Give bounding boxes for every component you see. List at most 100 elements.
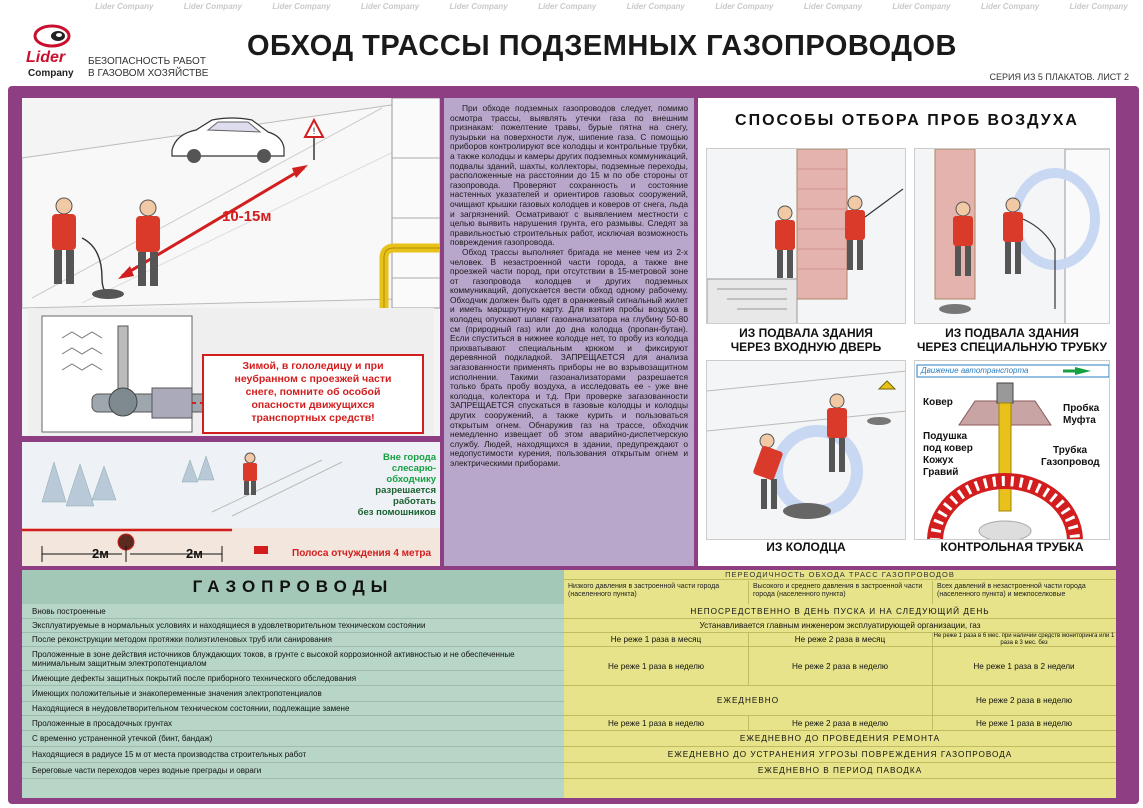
- table-row: После реконструкции методом протяжки пол…: [22, 633, 564, 647]
- watermark: Lider Company: [803, 2, 863, 11]
- cell-value: Не реже 1 раза в 2 недели: [932, 647, 1116, 686]
- column-divider: [748, 633, 749, 686]
- inspection-schedule-table: ГАЗОПРОВОДЫ Вновь построенные Эксплуатир…: [22, 570, 1116, 798]
- warning-line: неубранном с проезжей части: [234, 373, 392, 385]
- rural-scene-illustration: Вне города слесарю- обходчику разрешаетс…: [22, 442, 440, 566]
- watermark: Lider Company: [626, 2, 685, 11]
- note-line: обходчику: [386, 474, 436, 485]
- subtitle-line: В ГАЗОВОМ ХОЗЯЙСТВЕ: [88, 68, 209, 79]
- table-row: Имеющие дефекты защитных покрытий после …: [22, 671, 564, 686]
- cell-value: Не реже 2 раза в неделю: [748, 647, 932, 686]
- table-row: Вновь построенные: [22, 604, 564, 619]
- poster-header: Lider Company Lider Company Lider Compan…: [0, 0, 1143, 86]
- svg-text:!: !: [313, 126, 316, 136]
- table-row: Береговые части переходов через водные п…: [22, 763, 564, 779]
- column-divider: [932, 633, 933, 731]
- watermark: Lider Company: [272, 2, 331, 11]
- rural-scene-drawing: [22, 442, 440, 566]
- label-kover: Ковер: [923, 397, 953, 408]
- logo-swoosh-icon: [33, 24, 71, 48]
- warning-line: снеге, помните об особой: [245, 386, 381, 398]
- subtitle-line: БЕЗОПАСНОСТЬ РАБОТ: [88, 56, 206, 67]
- label-mufta: Муфта: [1063, 415, 1096, 426]
- air-sampling-methods: СПОСОБЫ ОТБОРА ПРОБ ВОЗДУХА ИЗ ПОДВАЛА З…: [698, 98, 1116, 566]
- method-caption-2: ИЗ ПОДВАЛА ЗДАНИЯ ЧЕРЕЗ СПЕЦИАЛЬНУЮ ТРУБ…: [914, 326, 1110, 354]
- page-title: ОБХОД ТРАССЫ ПОДЗЕМНЫХ ГАЗОПРОВОДОВ: [247, 30, 957, 62]
- column-header-low: Низкого давления в застроенной части гор…: [568, 583, 720, 598]
- note-line: слесарю-: [391, 463, 436, 474]
- rural-note: Вне города слесарю- обходчику разрешаетс…: [340, 452, 436, 518]
- column-header-all: Всех давлений в незастроенной части горо…: [932, 581, 1116, 604]
- instructions-text: При обходе подземных газопроводов следуе…: [444, 98, 694, 566]
- table-title: ГАЗОПРОВОДЫ: [192, 577, 394, 596]
- label-line: Подушка: [923, 431, 968, 442]
- watermark-strip: Lider Company Lider Company Lider Compan…: [0, 2, 1143, 28]
- winter-warning-box: Зимой, в гололедицу и при неубранном с п…: [202, 354, 424, 434]
- control-tube-drawing: [916, 364, 1109, 539]
- table-row: Имеющих положительные и знакопеременные …: [22, 686, 564, 702]
- caption-line: ИЗ ПОДВАЛА ЗДАНИЯ: [739, 326, 873, 340]
- watermark: Lider Company: [1069, 2, 1128, 11]
- cell-value: Не реже 1 раза в неделю: [564, 647, 748, 686]
- caption-line: ИЗ ПОДВАЛА ЗДАНИЯ: [945, 326, 1079, 340]
- note-line: разрешается: [375, 485, 436, 496]
- instruction-paragraph: При обходе подземных газопроводов следуе…: [450, 103, 688, 248]
- warning-line: Зимой, в гололедицу и при: [242, 360, 384, 372]
- cell-value: Не реже 1 раза в неделю: [932, 716, 1116, 731]
- traffic-label: Движение автотранспорта: [921, 366, 1029, 375]
- cell-merged-threat: ЕЖЕДНЕВНО ДО УСТРАНЕНИЯ УГРОЗЫ ПОВРЕЖДЕН…: [564, 747, 1116, 763]
- method-well: [706, 360, 906, 540]
- method-caption-4: КОНТРОЛЬНАЯ ТРУБКА: [940, 540, 1084, 554]
- cell-value: Не реже 1 раза в неделю: [564, 716, 748, 731]
- series-label: СЕРИЯ ИЗ 5 ПЛАКАТОВ. ЛИСТ 2: [989, 72, 1129, 82]
- cell-merged-launch: НЕПОСРЕДСТВЕННО В ДЕНЬ ПУСКА И НА СЛЕДУЮ…: [564, 604, 1116, 619]
- poster-subtitle: БЕЗОПАСНОСТЬ РАБОТ В ГАЗОВОМ ХОЗЯЙСТВЕ: [88, 56, 228, 80]
- table-row: Находящиеся в радиусе 15 м от места прои…: [22, 747, 564, 763]
- methods-title: СПОСОБЫ ОТБОРА ПРОБ ВОЗДУХА: [735, 112, 1079, 129]
- instruction-paragraph: Обход трассы выполняет бригада не менее …: [450, 246, 688, 468]
- control-tube-diagram: Движение автотранспорта Ковер Пробка Муф…: [914, 360, 1110, 540]
- cell-merged-chief: Устанавливается главным инженером эксплу…: [564, 619, 1116, 633]
- cell-merged-daily: ЕЖЕДНЕВНО: [564, 686, 932, 716]
- label-probka: Пробка: [1063, 403, 1100, 414]
- company-logo: Lider Company: [26, 22, 82, 80]
- exclusion-strip-label: Полоса отчуждения 4 метра: [292, 548, 432, 559]
- meter-right-label: 2м: [186, 546, 203, 561]
- cell-value: Не реже 2 раза в неделю: [932, 686, 1116, 716]
- basement-door-drawing: [707, 149, 905, 323]
- watermark: Lider Company: [892, 2, 951, 11]
- label-gravij: Гравий: [923, 467, 959, 478]
- label-kozhuh: Кожух: [923, 455, 954, 466]
- warning-line: опасности движущихся: [251, 399, 375, 411]
- method-caption-1: ИЗ ПОДВАЛА ЗДАНИЯ ЧЕРЕЗ ВХОДНУЮ ДВЕРЬ: [706, 326, 906, 354]
- worker-figure: [52, 197, 76, 284]
- special-tube-drawing: [915, 149, 1109, 323]
- logo-sub: Company: [28, 68, 74, 79]
- watermark: Lider Company: [538, 2, 597, 11]
- cell-value: Не реже 1 раза в 6 мес. при наличии сред…: [932, 633, 1116, 647]
- method-caption-3: ИЗ КОЛОДЦА: [766, 540, 846, 554]
- column-header-high: Высокого и среднего давления в застроенн…: [748, 581, 932, 604]
- note-line: Вне города: [383, 452, 436, 463]
- label-line: под ковер: [923, 443, 973, 454]
- caption-line: ЧЕРЕЗ СПЕЦИАЛЬНУЮ ТРУБКУ: [916, 340, 1108, 354]
- watermark: Lider Company: [449, 2, 508, 11]
- table-row: Эксплуатируемые в нормальных условиях и …: [22, 619, 564, 633]
- note-line: работать: [393, 496, 436, 507]
- watermark: Lider Company: [95, 2, 154, 11]
- method-basement-door: [706, 148, 906, 324]
- meter-left-label: 2м: [92, 546, 109, 561]
- watermark: Lider Company: [715, 2, 774, 11]
- table-row: Проложенные в просадочных грунтах: [22, 716, 564, 731]
- label-podushka: Подушка под ковер: [923, 431, 973, 455]
- watermark: Lider Company: [360, 2, 420, 11]
- column-divider: [748, 716, 749, 731]
- table-row: Находящиеся в неудовлетворительном техни…: [22, 702, 564, 716]
- table-title-cell: ГАЗОПРОВОДЫ: [22, 570, 564, 604]
- frequency-title: ПЕРЕОДИЧНОСТЬ ОБХОДА ТРАСС ГАЗОПРОВОДОВ: [564, 570, 1116, 580]
- cell-value: Не реже 1 раза в месяц: [564, 633, 748, 647]
- distance-label: 10-15м: [222, 208, 272, 225]
- logo-name: Lider: [26, 49, 66, 66]
- frequency-columns: ПЕРЕОДИЧНОСТЬ ОБХОДА ТРАСС ГАЗОПРОВОДОВ …: [564, 570, 1116, 798]
- watermark: Lider Company: [980, 2, 1040, 11]
